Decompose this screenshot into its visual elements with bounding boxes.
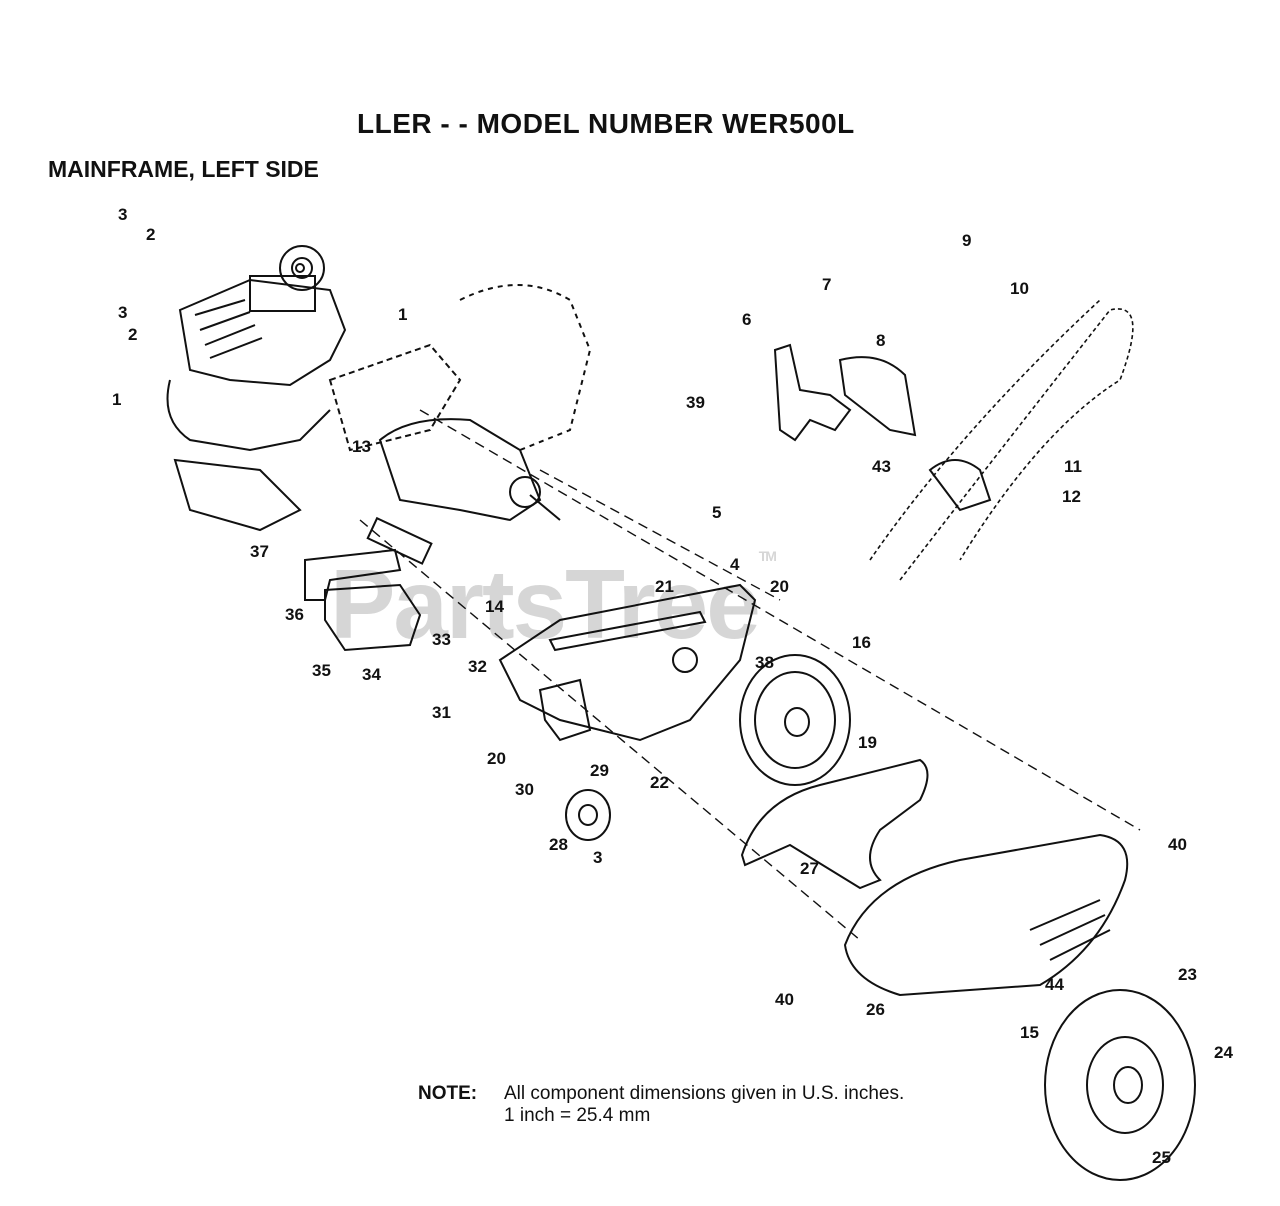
callout-7: 7	[822, 275, 831, 294]
note-line-1: All component dimensions given in U.S. i…	[504, 1083, 905, 1104]
callout-29: 29	[590, 761, 609, 780]
callout-35: 35	[312, 661, 331, 680]
transmission-housing	[328, 284, 592, 565]
callout-12: 12	[1062, 487, 1081, 506]
engine-drawing	[166, 263, 347, 532]
callout-44: 44	[1045, 975, 1064, 994]
callout-20: 20	[487, 749, 506, 768]
callout-14: 14	[485, 597, 504, 616]
frame-guides	[359, 409, 1141, 941]
callout-4: 4	[730, 555, 740, 574]
callout-23: 23	[1178, 965, 1197, 984]
pulley-16-drawing	[739, 654, 851, 786]
callout-3: 3	[118, 205, 127, 224]
section-title: MAINFRAME, LEFT SIDE	[48, 156, 319, 182]
callout-10: 10	[1010, 279, 1029, 298]
callout-1: 1	[112, 390, 121, 409]
callout-21: 21	[655, 577, 674, 596]
callout-16: 16	[852, 633, 871, 652]
callout-20: 20	[770, 577, 789, 596]
callout-2: 2	[146, 225, 155, 244]
callout-34: 34	[362, 665, 381, 684]
callout-9: 9	[962, 231, 971, 250]
belt-cover-26	[843, 833, 1129, 997]
diagram-title: LLER - - MODEL NUMBER WER500L	[357, 108, 855, 139]
mainframe-plate-4	[498, 583, 757, 742]
note-line-2: 1 inch = 25.4 mm	[504, 1105, 651, 1126]
callout-37: 37	[250, 542, 269, 561]
callout-36: 36	[285, 605, 304, 624]
callout-43: 43	[872, 457, 891, 476]
callout-3: 3	[118, 303, 127, 322]
callout-27: 27	[800, 859, 819, 878]
idler-bracket	[538, 678, 592, 742]
callout-31: 31	[432, 703, 451, 722]
callout-30: 30	[515, 780, 534, 799]
pulley-37-drawing	[279, 245, 325, 291]
callout-8: 8	[876, 331, 885, 350]
callout-25: 25	[1152, 1148, 1171, 1167]
callout-33: 33	[432, 630, 451, 649]
callout-15: 15	[1020, 1023, 1039, 1042]
callout-13: 13	[352, 437, 371, 456]
callout-26: 26	[866, 1000, 885, 1019]
callout-28: 28	[549, 835, 568, 854]
dimension-note: NOTE: All component dimensions given in U…	[418, 1083, 904, 1127]
belt-loop	[869, 299, 1134, 581]
callout-19: 19	[858, 733, 877, 752]
callout-1: 1	[398, 305, 407, 324]
callout-39: 39	[686, 393, 705, 412]
callout-6: 6	[742, 310, 751, 329]
pulley-cover-11	[928, 459, 992, 512]
callout-40: 40	[1168, 835, 1187, 854]
belt-27-drawing	[740, 758, 929, 890]
idler-pulley-28	[565, 789, 611, 841]
callout-40: 40	[775, 990, 794, 1009]
callout-11: 11	[1064, 457, 1082, 476]
callout-38: 38	[755, 653, 774, 672]
callout-5: 5	[712, 503, 721, 522]
callout-24: 24	[1214, 1043, 1233, 1062]
callout-32: 32	[468, 657, 487, 676]
mount-bracket	[304, 548, 422, 652]
wheel-23	[1044, 989, 1196, 1181]
callout-22: 22	[650, 773, 669, 792]
note-label: NOTE:	[418, 1083, 478, 1104]
callout-2: 2	[128, 325, 137, 344]
bracket-6	[773, 343, 917, 442]
callout-3: 3	[593, 848, 602, 867]
